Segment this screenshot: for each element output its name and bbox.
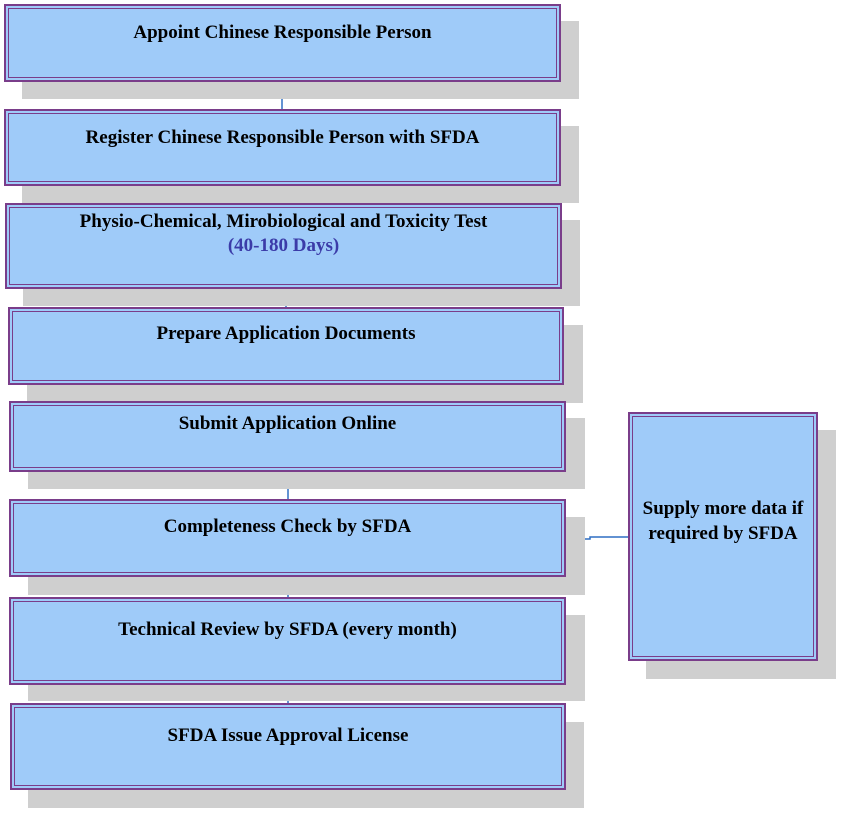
step-8-label: SFDA Issue Approval License (167, 725, 409, 746)
supply-data-box: Supply more data if required by SFDA (628, 412, 818, 661)
step-6-label: Completeness Check by SFDA (163, 516, 412, 537)
step-4-box: Prepare Application Documents (8, 307, 564, 385)
step-3-label: Physio-Chemical, Mirobiological and Toxi… (79, 211, 488, 232)
step-4-label: Prepare Application Documents (156, 323, 416, 344)
step-5-label: Submit Application Online (178, 413, 397, 434)
step-1-label: Appoint Chinese Responsible Person (133, 22, 432, 43)
step-6-box: Completeness Check by SFDA (9, 499, 566, 577)
step-1-box: Appoint Chinese Responsible Person (4, 4, 561, 82)
step-2-label: Register Chinese Responsible Person with… (85, 127, 480, 148)
step-5-box: Submit Application Online (9, 401, 566, 472)
step-7-box: Technical Review by SFDA (every month) (9, 597, 566, 685)
step-3-box: Physio-Chemical, Mirobiological and Toxi… (5, 203, 562, 289)
step-8-box: SFDA Issue Approval License (10, 703, 566, 790)
supply-data-label: Supply more data if required by SFDA (642, 498, 804, 544)
step-3-duration: (40-180 Days) (227, 235, 340, 256)
step-7-label: Technical Review by SFDA (every month) (118, 619, 457, 640)
step-2-box: Register Chinese Responsible Person with… (4, 109, 561, 186)
